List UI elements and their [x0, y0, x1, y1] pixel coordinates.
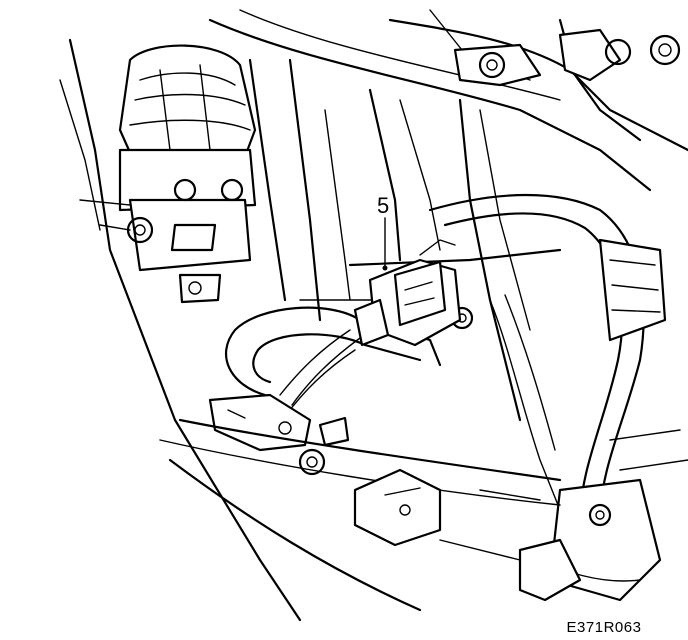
callout-leader-dot	[382, 265, 388, 271]
central-frame	[248, 58, 562, 422]
sensor-connector	[279, 239, 462, 416]
left-reservoir	[79, 44, 257, 304]
lower-bracket	[159, 393, 582, 612]
callout-label-5: 5	[377, 193, 389, 218]
upper-frame	[59, 9, 688, 622]
reference-code: E371R063	[567, 619, 642, 636]
